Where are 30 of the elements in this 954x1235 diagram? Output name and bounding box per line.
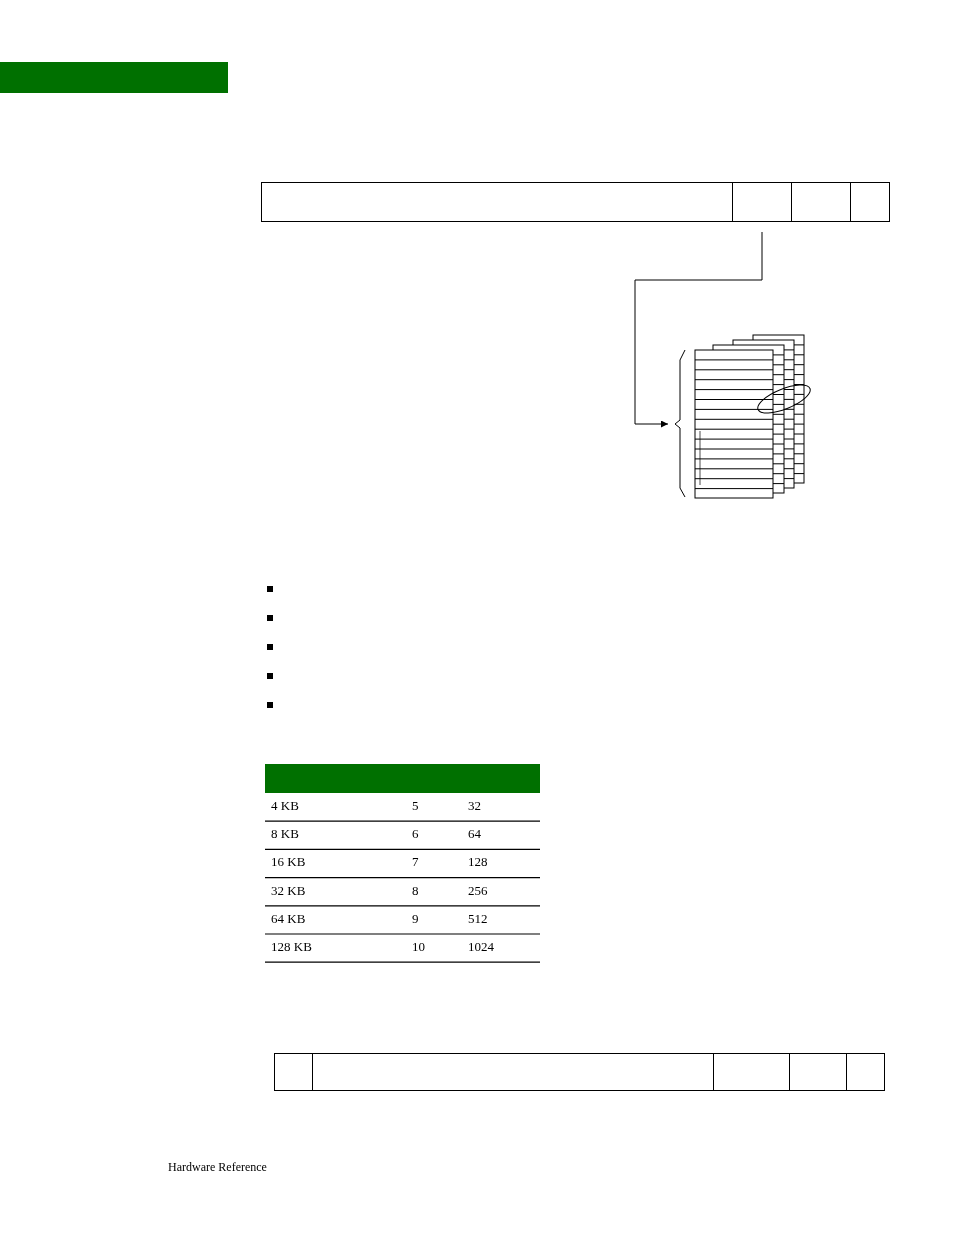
table-cell: 7 bbox=[412, 854, 419, 871]
register-field bbox=[713, 1053, 790, 1091]
table-cell: 5 bbox=[412, 798, 419, 814]
page-stack-drawing bbox=[674, 334, 811, 499]
table-cell: 128 KB bbox=[271, 939, 312, 955]
table-cell: 128 bbox=[468, 854, 488, 871]
register-field bbox=[846, 1053, 885, 1091]
table-cell: 256 bbox=[468, 882, 488, 899]
table-cell: 512 bbox=[468, 910, 488, 927]
table-cell: 64 KB bbox=[271, 910, 306, 927]
table-cell: 32 KB bbox=[271, 882, 306, 899]
register-field bbox=[312, 1053, 714, 1091]
register-field bbox=[261, 182, 733, 222]
table-cell: 64 bbox=[468, 826, 481, 843]
table-cell: 6 bbox=[412, 826, 419, 843]
table-cell: 32 bbox=[468, 798, 481, 814]
table-cell: 8 bbox=[412, 882, 419, 899]
arrow bbox=[634, 231, 763, 428]
table-cell: 9 bbox=[412, 910, 419, 927]
register-field bbox=[789, 1053, 847, 1091]
table-cell: 4 KB bbox=[271, 798, 299, 814]
table-cell: 10 bbox=[412, 939, 425, 955]
footer-text: Hardware Reference bbox=[168, 1159, 267, 1175]
table-cell: 8 KB bbox=[271, 826, 299, 843]
register-field bbox=[732, 182, 792, 222]
register-field bbox=[850, 182, 890, 222]
register-field bbox=[791, 182, 851, 222]
table-cell: 1024 bbox=[468, 939, 494, 955]
register-field bbox=[274, 1053, 313, 1091]
table-cell: 16 KB bbox=[271, 854, 306, 871]
